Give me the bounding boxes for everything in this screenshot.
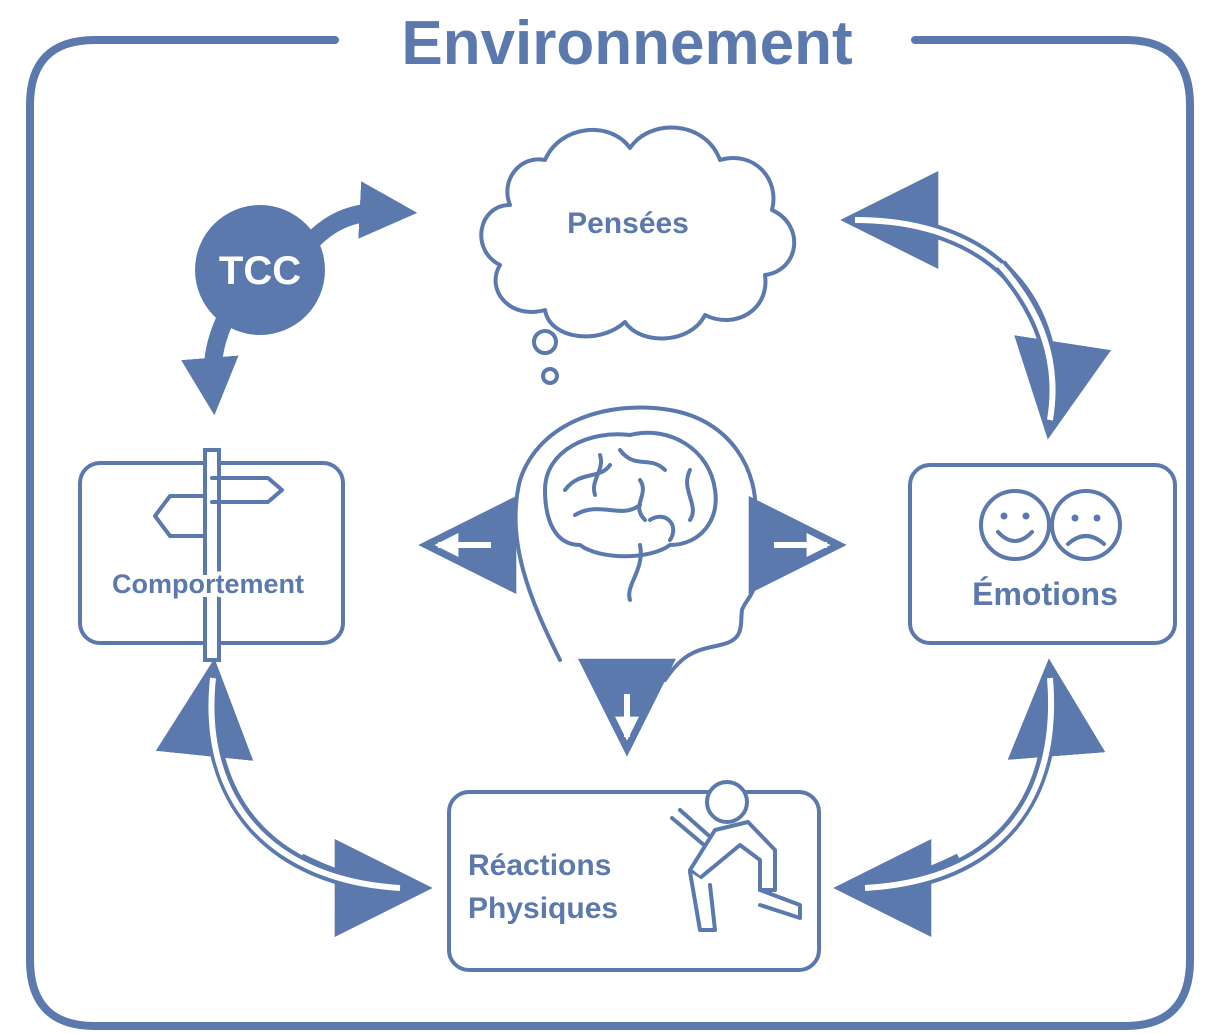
head-brain-icon bbox=[513, 405, 778, 682]
environment-frame bbox=[26, 36, 1194, 1030]
emotions-box bbox=[908, 463, 1177, 645]
tcc-badge bbox=[195, 205, 325, 335]
emotions-label: Émotions bbox=[972, 576, 1118, 612]
cycle-arrows bbox=[155, 171, 1112, 937]
happy-sad-faces-icon bbox=[979, 489, 1122, 561]
running-person-icon bbox=[670, 780, 802, 932]
thoughts-label: Pensées bbox=[567, 207, 689, 240]
environment-title: Environnement bbox=[401, 9, 852, 78]
physical-label-line2: Physiques bbox=[468, 892, 618, 925]
behavior-label: Comportement bbox=[112, 569, 304, 599]
thought-cloud-icon bbox=[479, 125, 797, 385]
physical-label-line1: Réactions bbox=[468, 849, 611, 882]
head-arrows bbox=[418, 496, 847, 757]
tcc-label: TCC bbox=[219, 249, 301, 293]
physical-box bbox=[447, 790, 821, 972]
signpost-icon bbox=[153, 448, 284, 662]
